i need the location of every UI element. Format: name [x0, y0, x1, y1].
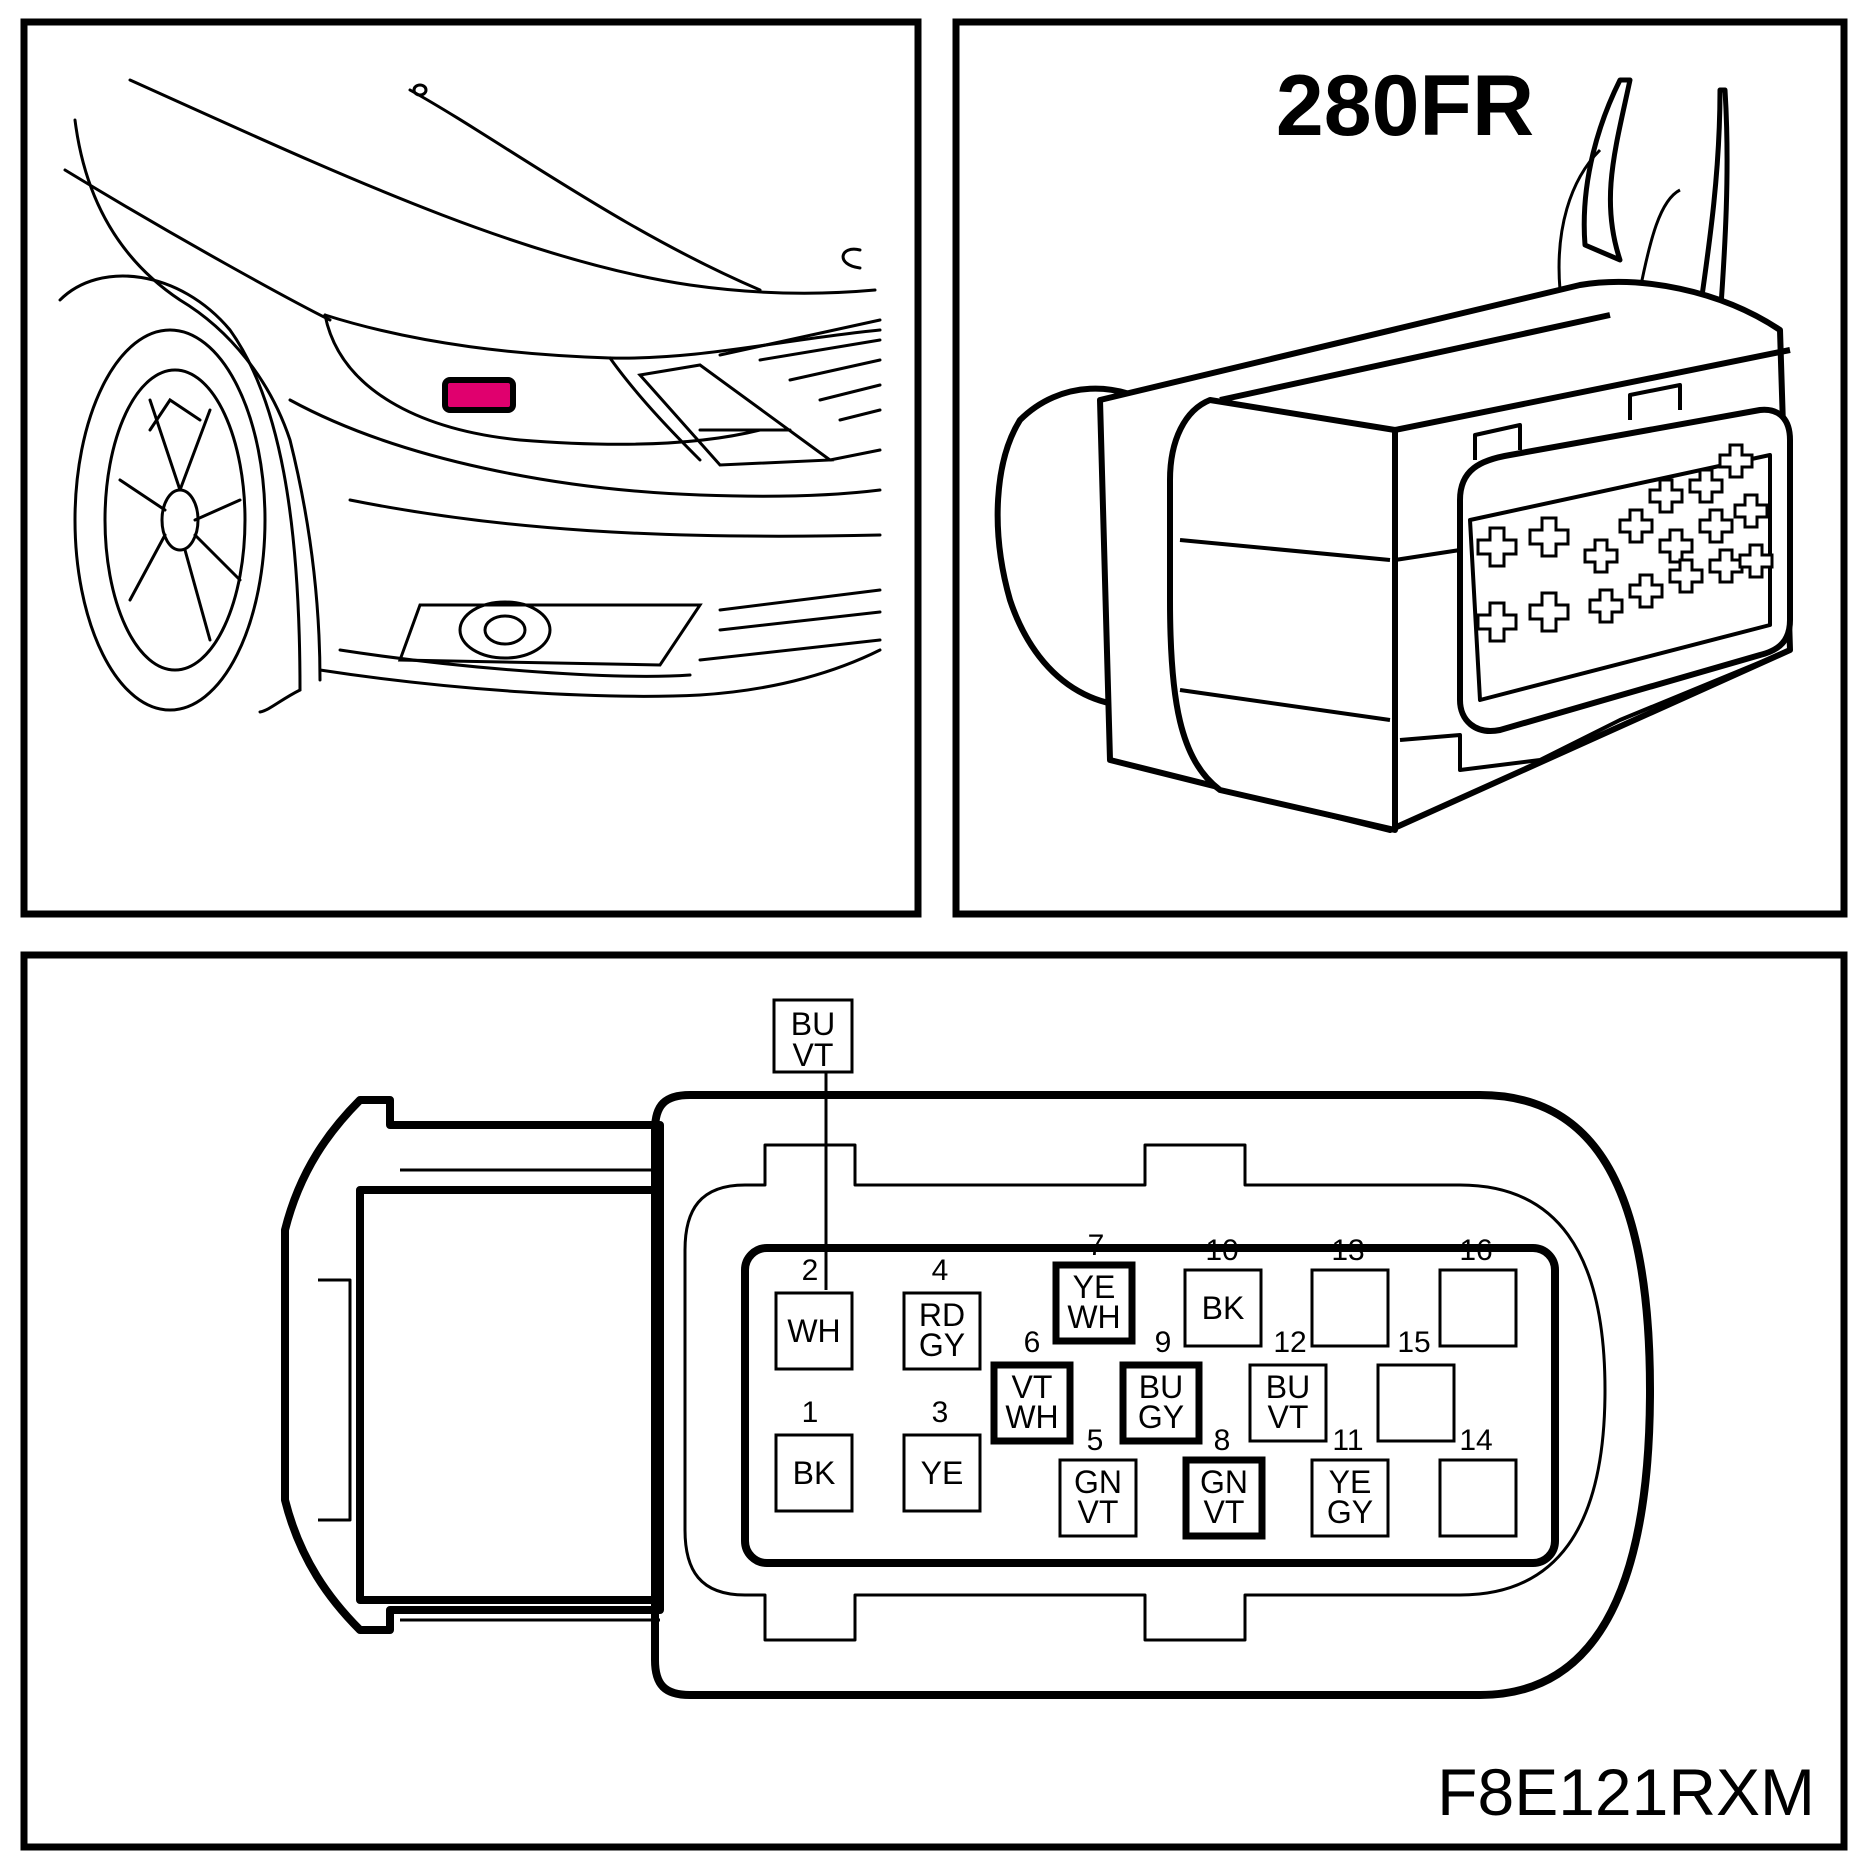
pin-cavity-13: 13 — [1310, 1234, 1390, 1348]
wire-color: BU — [1266, 1369, 1310, 1405]
wire-color: VT — [1078, 1494, 1119, 1530]
pin-cavity-16: 16 — [1438, 1234, 1518, 1348]
pin-number: 13 — [1331, 1234, 1364, 1267]
pin-cavity-1: 1BK — [774, 1396, 854, 1513]
pin-cavity-14: 14 — [1438, 1424, 1518, 1538]
callout-box — [772, 998, 854, 1074]
wire-color: BK — [793, 1455, 836, 1491]
pin-number: 9 — [1155, 1326, 1172, 1359]
location-marker — [442, 377, 516, 413]
pin-number: 8 — [1214, 1424, 1231, 1457]
pin-grid: 1BK2WH3YE4RDGY5GNVT6VTWH7YEWH8GNVT9BUGY1… — [774, 1229, 1518, 1540]
pin-box — [990, 1361, 1074, 1445]
pin-box — [1052, 1261, 1136, 1345]
pin-box — [902, 1433, 982, 1513]
pin-box — [1438, 1268, 1518, 1348]
pin-number: 6 — [1024, 1326, 1041, 1359]
wire-color: YE — [1073, 1269, 1116, 1305]
wire-color: BK — [1202, 1290, 1245, 1326]
pin-cavity-2: 2WH — [774, 1254, 854, 1371]
wire-color: VT — [1268, 1399, 1309, 1435]
wire-color: YE — [1329, 1464, 1372, 1500]
pin-number: 3 — [932, 1396, 949, 1429]
figure-code: F8E121RXM — [1437, 1755, 1815, 1829]
pin-number: 15 — [1397, 1326, 1430, 1359]
wire-color: GY — [919, 1327, 965, 1363]
pin-number: 16 — [1459, 1234, 1492, 1267]
pin-box — [1183, 1268, 1263, 1348]
wire-color: WH — [787, 1313, 840, 1349]
pin-number: 2 — [802, 1254, 819, 1287]
pin-box — [1376, 1363, 1456, 1443]
wire-color: BU — [1139, 1369, 1183, 1405]
callout-pin-2: BU VT — [772, 998, 854, 1290]
pin-number: 12 — [1273, 1326, 1306, 1359]
callout-wire-line2: VT — [793, 1037, 834, 1073]
pin-number: 14 — [1459, 1424, 1492, 1457]
pin-box — [1310, 1268, 1390, 1348]
wire-color: GN — [1200, 1464, 1248, 1500]
pin-number: 4 — [932, 1254, 949, 1287]
pin-cavity-15: 15 — [1376, 1326, 1456, 1443]
wire-color: WH — [1005, 1399, 1058, 1435]
pin-number: 1 — [802, 1396, 819, 1429]
wire-color: VT — [1012, 1369, 1053, 1405]
pin-box — [1248, 1363, 1328, 1443]
pin-box — [1310, 1458, 1390, 1538]
wire-color: WH — [1067, 1299, 1120, 1335]
pin-number: 7 — [1088, 1229, 1105, 1262]
pin-box — [1058, 1458, 1138, 1538]
pin-box — [774, 1291, 854, 1371]
wire-color: YE — [921, 1455, 964, 1491]
pin-number: 5 — [1087, 1424, 1104, 1457]
pin-box — [1182, 1456, 1266, 1540]
pin-box — [1119, 1361, 1203, 1445]
connector-id-title: 280FR — [1276, 58, 1534, 154]
pin-number: 10 — [1205, 1234, 1238, 1267]
pin-cavity-3: 3YE — [902, 1396, 982, 1513]
pin-number: 11 — [1332, 1424, 1363, 1457]
pinout-panel: BU VT 1BK2WH3YE4RDGY5GNVT6VTWH7YEWH8GNVT… — [20, 951, 1848, 1851]
wire-color: RD — [919, 1297, 965, 1333]
wire-color: GY — [1327, 1494, 1373, 1530]
vehicle-location-panel — [20, 18, 922, 918]
pin-box — [774, 1433, 854, 1513]
connector-photo-panel: 280FR — [952, 18, 1848, 918]
callout-wire-line1: BU — [791, 1006, 835, 1042]
pin-box — [1438, 1458, 1518, 1538]
pin-box — [902, 1291, 982, 1371]
wire-color: GY — [1138, 1399, 1184, 1435]
wire-color: GN — [1074, 1464, 1122, 1500]
wire-color: VT — [1204, 1494, 1245, 1530]
